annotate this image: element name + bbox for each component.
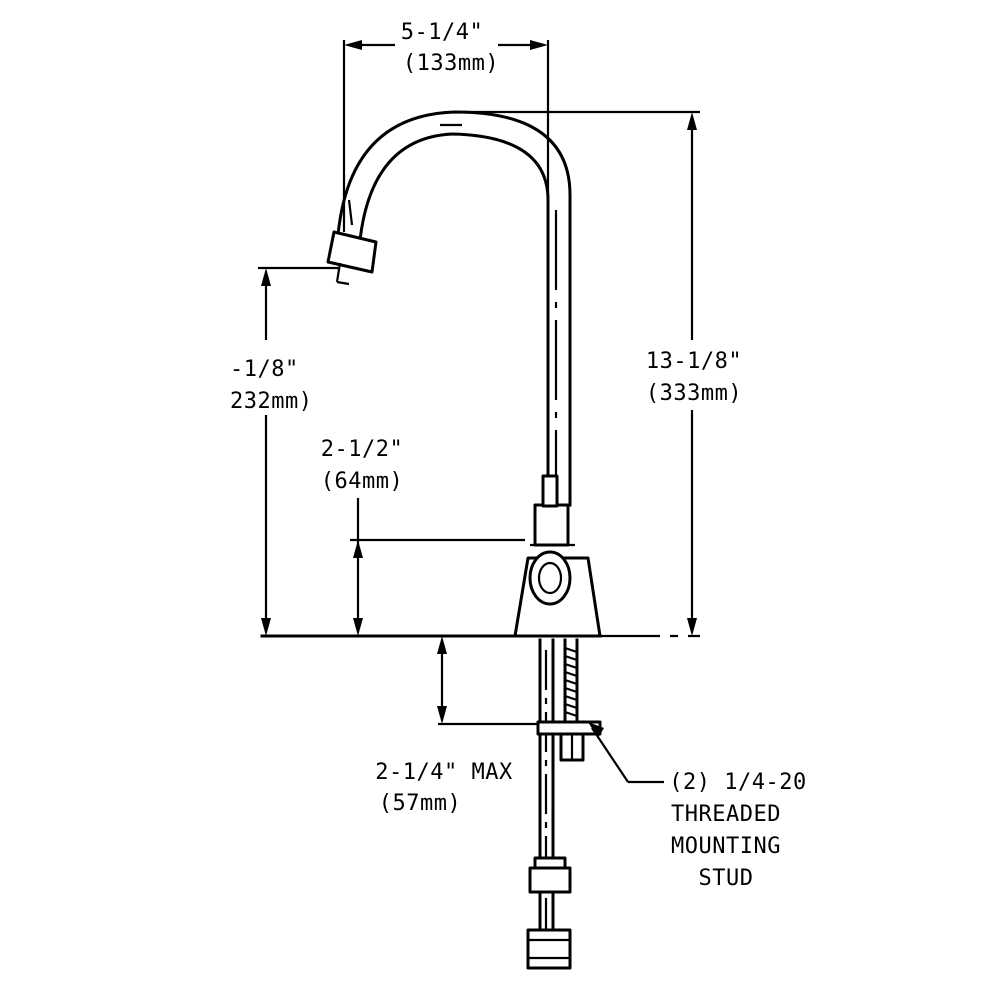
body-height-metric-label: (64mm) <box>321 469 403 494</box>
dimension-deck-thickness <box>437 636 538 726</box>
faucet-base <box>513 474 602 638</box>
supply-shank <box>538 638 555 942</box>
callout-leader <box>588 722 664 784</box>
spout-reach-metric-label: (133mm) <box>403 51 499 76</box>
dimension-body-height <box>350 498 525 636</box>
mounting-stud <box>563 638 579 727</box>
dimension-overall-height <box>455 110 700 636</box>
spout-reach-imperial-label: 5-1/4" <box>401 20 483 45</box>
mounting-bracket <box>536 720 602 762</box>
callout-line-1: (2) 1/4-20 <box>669 770 806 795</box>
deck-thickness-imperial-label: 2-1/4" MAX <box>375 760 513 785</box>
aerator <box>326 230 378 286</box>
overall-height-metric-label: (333mm) <box>646 381 742 406</box>
deck-thickness-metric-label: (57mm) <box>379 791 461 816</box>
overall-height-imperial-label: 13-1/8" <box>646 349 742 374</box>
spout-height-imperial-label: -1/8" <box>230 357 299 382</box>
body-height-imperial-label: 2-1/2" <box>321 437 403 462</box>
callout-line-3: MOUNTING <box>671 834 781 859</box>
dimension-spout-height <box>258 266 338 636</box>
callout-line-2: THREADED <box>671 802 781 827</box>
supply-couplings <box>526 856 572 970</box>
dimension-spout-reach <box>342 40 550 232</box>
callout-line-4: STUD <box>699 866 754 891</box>
spout-height-metric-label: 232mm) <box>230 389 312 414</box>
